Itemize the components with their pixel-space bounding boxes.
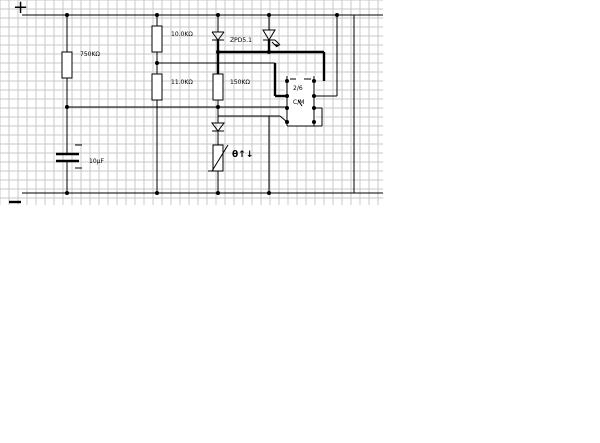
- junction-dot: [65, 13, 69, 17]
- branch-led: [262, 15, 281, 52]
- led-arrow-1: [271, 41, 278, 48]
- junction-dot: [155, 191, 159, 195]
- junction-dot: [65, 105, 69, 109]
- diode-symbol: [211, 122, 225, 132]
- junction-dots: [65, 13, 339, 195]
- ic-label-top: 2/6: [293, 85, 303, 92]
- positive-terminal-label: +: [13, 0, 28, 18]
- thermistor-label: θ↑↓: [232, 150, 253, 160]
- branch-sensor: ZPD5.1 150KΩ θ↑↓: [208, 15, 253, 193]
- branch-timing-rc: 750KΩ 10μF: [56, 15, 104, 193]
- junction-dot: [216, 50, 220, 54]
- junction-dot: [216, 191, 220, 195]
- resistor-r2-label: 10.0KΩ: [171, 31, 193, 38]
- thermistor-slash: [208, 144, 229, 172]
- capacitor-c1-label: 10μF: [89, 158, 104, 165]
- led-arrow-2: [274, 39, 281, 46]
- junction-dot: [155, 61, 159, 65]
- zener-diode-label: ZPD5.1: [230, 37, 252, 44]
- junction-dot: [155, 13, 159, 17]
- resistor-r1-label: 750KΩ: [80, 51, 100, 58]
- junction-dot: [267, 13, 271, 17]
- resistor-r2: [151, 25, 163, 53]
- junction-dot: [335, 13, 339, 17]
- ic-pin: [312, 79, 316, 83]
- junction-dot: [216, 13, 220, 17]
- resistor-r4-label: 150KΩ: [230, 79, 250, 86]
- resistor-r1: [61, 51, 73, 79]
- grid-paper: [0, 0, 383, 205]
- resistor-r4: [212, 73, 224, 101]
- ic-label-bottom: C/M: [293, 99, 304, 106]
- junction-dot: [267, 191, 271, 195]
- ic-pin: [312, 120, 316, 124]
- integrated-circuit: 2/6 C/M: [284, 75, 316, 127]
- junction-dot: [267, 50, 271, 54]
- resistor-r3: [151, 73, 163, 101]
- led-symbol: [262, 29, 276, 41]
- ic-pin: [285, 79, 289, 83]
- branch-voltage-divider: 10.0KΩ 11.0KΩ: [151, 15, 193, 193]
- junction-dot: [65, 191, 69, 195]
- resistor-r3-label: 11.0KΩ: [171, 79, 193, 86]
- junction-dot: [216, 105, 220, 109]
